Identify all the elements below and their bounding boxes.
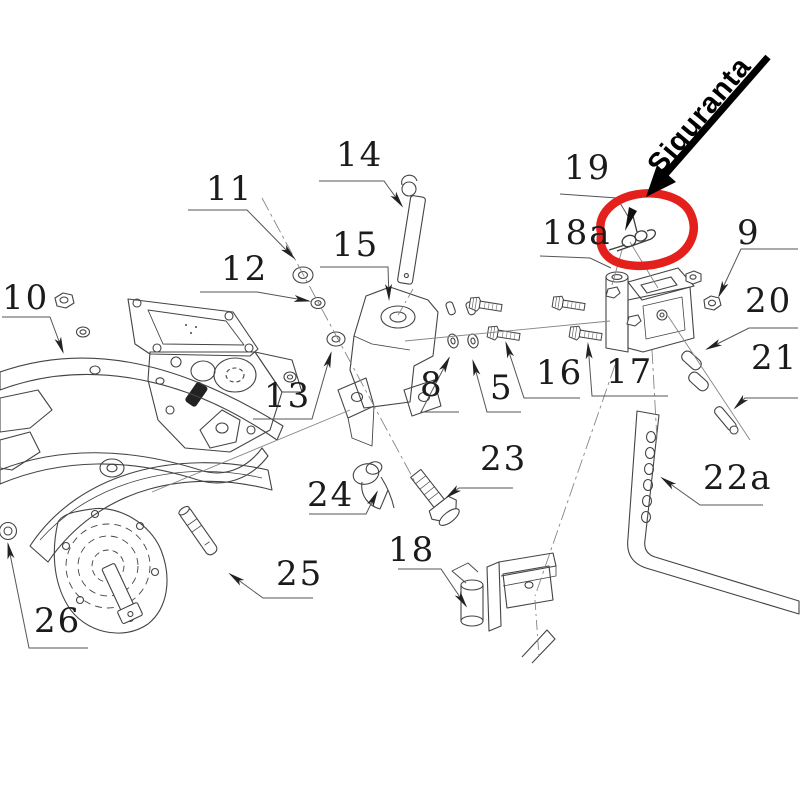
leader-11 — [188, 209, 296, 260]
part-label-11: 11 — [206, 169, 254, 209]
sleeve-20b — [688, 371, 709, 392]
leader-25 — [228, 572, 313, 599]
part-label-15: 15 — [332, 225, 380, 265]
leader-20 — [705, 327, 798, 350]
part-label-17: 17 — [606, 352, 654, 392]
part-label-18a: 18a — [542, 213, 612, 253]
part-label-13: 13 — [264, 376, 312, 416]
leader-8 — [420, 356, 459, 413]
leader-23 — [445, 485, 513, 499]
part-label-12: 12 — [221, 249, 269, 289]
bolt-16c — [551, 294, 587, 315]
bolt-16b — [486, 324, 522, 345]
leader-21 — [733, 394, 798, 410]
leader-9 — [718, 248, 798, 298]
bracket-17 — [605, 267, 695, 353]
part-label-8: 8 — [420, 365, 444, 405]
leader-17 — [585, 342, 668, 397]
output-shaft — [101, 563, 143, 625]
pin-21 — [714, 406, 739, 435]
pin-pointer — [625, 207, 637, 231]
leader-lines — [2, 180, 798, 649]
leader-18a — [539, 255, 612, 269]
nut-17-top — [685, 270, 702, 285]
frame-plates-left — [0, 389, 53, 471]
leader-10 — [2, 316, 64, 354]
washer-13 — [326, 331, 346, 347]
leader-22a — [660, 476, 763, 506]
frame-band-lower — [0, 409, 269, 485]
gearbox-assembly — [0, 298, 303, 634]
washer-8 — [447, 333, 459, 349]
washer-5 — [467, 333, 479, 349]
leader-12 — [200, 291, 311, 302]
nut-10 — [54, 292, 75, 309]
part-label-20: 20 — [745, 281, 793, 321]
gearbox-body — [147, 351, 303, 453]
washer-12 — [310, 296, 326, 310]
highlight-circle — [596, 189, 698, 270]
washer-10 — [75, 326, 91, 338]
siguranta-arrow — [646, 54, 771, 197]
support-plate — [29, 458, 273, 563]
leader-14 — [319, 180, 404, 208]
drawbar-22a — [627, 410, 800, 615]
clip-24 — [352, 461, 395, 510]
part-label-26: 26 — [34, 601, 82, 641]
leader-13 — [253, 351, 332, 420]
part-label-22a: 22a — [703, 458, 773, 498]
cover-plate — [127, 298, 259, 357]
part-label-10: 10 — [2, 278, 50, 318]
frame-band-upper — [0, 357, 284, 441]
leader-24 — [309, 490, 378, 515]
part-label-5: 5 — [490, 368, 514, 408]
bolt-16d — [568, 324, 604, 345]
part-label-24: 24 — [307, 475, 355, 515]
part-label-21: 21 — [751, 338, 799, 378]
sleeve-20a — [681, 350, 702, 371]
part-label-23: 23 — [480, 439, 528, 479]
pin-25 — [178, 505, 218, 556]
gear-housing — [53, 507, 168, 634]
leader-16 — [505, 341, 580, 399]
part-label-25: 25 — [276, 554, 324, 594]
key-pin-a — [445, 301, 456, 316]
part-label-19: 19 — [564, 148, 612, 188]
nut-9 — [703, 295, 722, 311]
bar-fragment — [521, 629, 556, 664]
leader-15 — [320, 266, 393, 301]
washer-26 — [0, 521, 18, 541]
bolt-23 — [410, 468, 460, 526]
pin-14 — [397, 174, 426, 285]
part-label-14: 14 — [336, 135, 384, 175]
leader-18 — [398, 568, 468, 608]
part-label-16: 16 — [536, 353, 584, 393]
hitch-18 — [451, 552, 557, 632]
part-label-9: 9 — [737, 213, 761, 253]
safety-pin-18a — [608, 215, 656, 252]
leader-5 — [472, 359, 521, 413]
leader-26 — [7, 542, 88, 649]
part-label-18: 18 — [388, 530, 436, 570]
